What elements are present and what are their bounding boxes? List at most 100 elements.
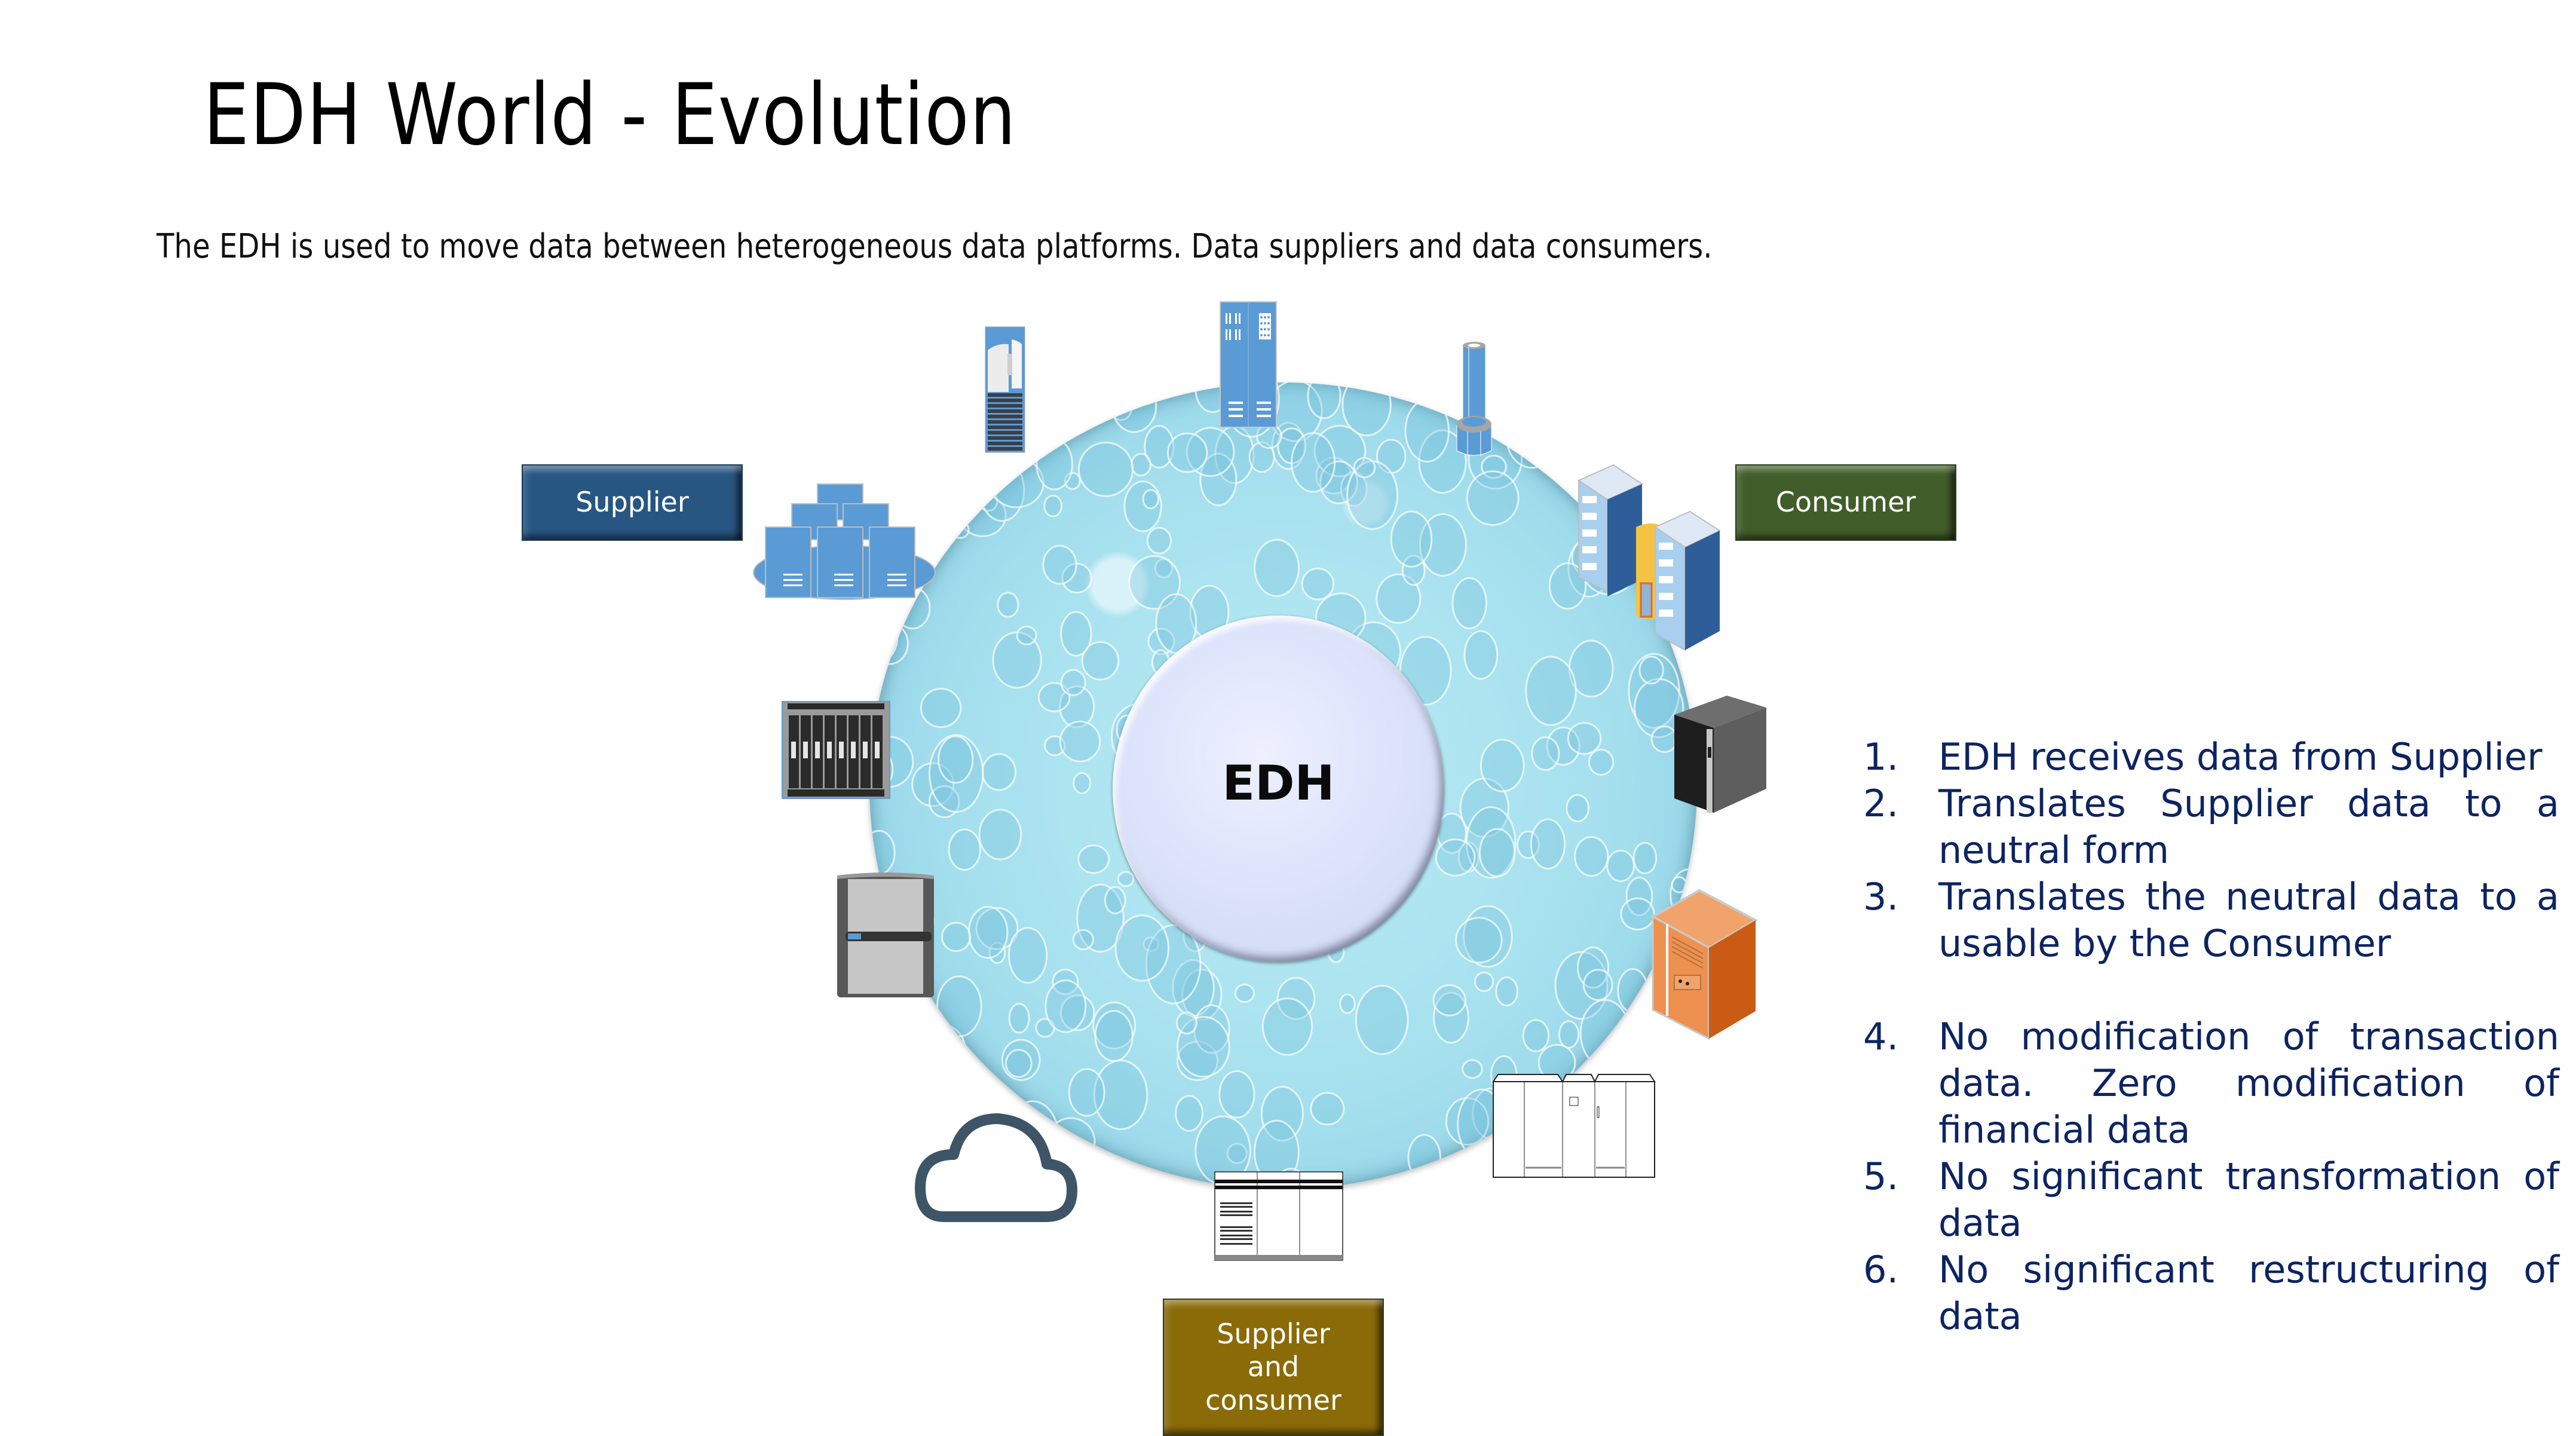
water-droplet bbox=[1235, 984, 1255, 1003]
water-droplet bbox=[1546, 726, 1580, 766]
water-droplet bbox=[1376, 573, 1422, 624]
water-droplet bbox=[869, 1045, 884, 1079]
large-cabinet-icon[interactable] bbox=[1492, 1073, 1656, 1182]
water-droplet bbox=[1060, 611, 1092, 657]
water-droplet bbox=[1093, 1060, 1148, 1130]
water-droplet bbox=[1167, 432, 1208, 473]
supplier-label-box[interactable]: Supplier bbox=[522, 464, 743, 541]
tower-server-icon[interactable] bbox=[1671, 693, 1766, 819]
water-droplet bbox=[1059, 685, 1095, 728]
water-droplet bbox=[1451, 577, 1487, 629]
water-droplet bbox=[1310, 1092, 1345, 1126]
water-droplet bbox=[1462, 905, 1513, 968]
water-droplet bbox=[1094, 1010, 1134, 1062]
water-droplet bbox=[1589, 440, 1609, 459]
water-droplet bbox=[1339, 993, 1356, 1014]
list-number: 1. bbox=[1863, 735, 1899, 779]
water-droplet bbox=[1114, 914, 1169, 982]
water-droplet bbox=[899, 1123, 923, 1158]
list-item: 6. No significant restructuring of data bbox=[1863, 1247, 2559, 1340]
water-droplet bbox=[1276, 977, 1316, 1020]
water-droplet bbox=[869, 382, 898, 419]
consumer-label: Consumer bbox=[1775, 486, 1916, 519]
list-text: EDH receives data from Supplier bbox=[1938, 735, 2543, 779]
water-droplet bbox=[950, 520, 970, 539]
water-droplet bbox=[1407, 1134, 1441, 1181]
water-droplet bbox=[1037, 682, 1071, 712]
water-droplet bbox=[1480, 739, 1525, 792]
water-droplet bbox=[869, 829, 896, 875]
mainframe-cabinet-icon[interactable] bbox=[1220, 301, 1277, 428]
water-droplet bbox=[1681, 382, 1697, 407]
water-droplet bbox=[957, 463, 986, 492]
water-droplet bbox=[1146, 526, 1172, 555]
water-droplet bbox=[950, 443, 1003, 497]
water-droplet bbox=[1131, 452, 1151, 477]
water-droplet bbox=[1445, 1097, 1490, 1146]
water-droplet bbox=[1008, 927, 1048, 984]
water-droplet bbox=[1455, 917, 1503, 964]
water-droplet bbox=[928, 785, 960, 818]
water-droplet bbox=[1045, 979, 1087, 1033]
water-droplet bbox=[1254, 538, 1300, 597]
list-text: No significant transformation of data bbox=[1938, 1155, 2559, 1245]
rack-storage-icon[interactable] bbox=[985, 326, 1025, 454]
water-droplet bbox=[1226, 1143, 1248, 1164]
list-item: 1. EDH receives data from Supplier bbox=[1863, 734, 2559, 780]
water-droplet bbox=[1634, 678, 1684, 739]
water-droplet bbox=[1111, 382, 1157, 433]
orange-server-icon[interactable] bbox=[1649, 882, 1759, 1042]
water-droplet bbox=[1474, 971, 1494, 992]
water-droplet bbox=[1432, 984, 1466, 1016]
water-droplet bbox=[1505, 406, 1559, 469]
water-droplet bbox=[1109, 391, 1133, 421]
water-droplet bbox=[1186, 427, 1235, 477]
water-droplet bbox=[1181, 969, 1223, 1021]
water-droplet bbox=[1662, 1104, 1697, 1139]
water-droplet bbox=[1261, 997, 1313, 1056]
water-droplet bbox=[1558, 1020, 1580, 1049]
water-droplet bbox=[1291, 432, 1336, 493]
water-droplet bbox=[1606, 849, 1635, 882]
water-droplet bbox=[1418, 429, 1467, 494]
supplier-and-consumer-label-box[interactable]: Supplier and consumer bbox=[1163, 1299, 1384, 1436]
water-droplet bbox=[870, 622, 909, 665]
list-text: No significant restructuring of data bbox=[1938, 1248, 2559, 1338]
water-droplet bbox=[1478, 828, 1516, 877]
water-droplet bbox=[1068, 1068, 1105, 1117]
water-droplet bbox=[1036, 437, 1073, 491]
storage-array-icon[interactable] bbox=[836, 872, 935, 1000]
water-droplet bbox=[1530, 818, 1566, 870]
water-droplet bbox=[1154, 558, 1174, 578]
water-droplet bbox=[1260, 1086, 1304, 1142]
tape-library-icon[interactable] bbox=[1214, 1171, 1343, 1261]
server-cluster-icon[interactable] bbox=[749, 466, 940, 610]
water-droplet bbox=[941, 921, 972, 952]
slide-title: EDH World - Evolution bbox=[203, 66, 1016, 164]
water-droplet bbox=[981, 753, 1017, 791]
water-droplet bbox=[1582, 969, 1613, 1001]
blade-enclosure-icon[interactable] bbox=[782, 701, 890, 799]
water-droplet bbox=[1059, 721, 1101, 763]
water-droplet bbox=[1463, 630, 1499, 680]
consumer-label-box[interactable]: Consumer bbox=[1735, 464, 1956, 541]
water-droplet bbox=[1052, 969, 1079, 996]
water-droplet bbox=[1466, 470, 1520, 526]
numbered-list: 1.EDH receives data from Supplier 2.Tran… bbox=[1863, 734, 2559, 1340]
cloud-icon[interactable] bbox=[908, 1110, 1082, 1227]
water-droplet bbox=[1353, 457, 1376, 479]
water-droplet bbox=[1341, 382, 1392, 437]
datacenter-buildings-icon[interactable] bbox=[1566, 460, 1727, 651]
water-droplet bbox=[1588, 749, 1615, 776]
principles-list: 1.EDH receives data from Supplier 2.Tran… bbox=[1863, 734, 2559, 1340]
water-droplet bbox=[1419, 513, 1467, 577]
water-droplet bbox=[1073, 772, 1092, 794]
edh-hub[interactable]: EDH bbox=[1113, 616, 1444, 962]
water-droplet bbox=[1123, 480, 1162, 532]
list-item: 5.No significant transformation of data bbox=[1863, 1153, 2559, 1247]
list-number: 6. bbox=[1863, 1248, 1899, 1291]
database-cylinder-icon[interactable] bbox=[1456, 342, 1494, 460]
list-number: 2. bbox=[1863, 782, 1899, 825]
water-droplet bbox=[1088, 382, 1121, 402]
water-droplet bbox=[1104, 886, 1126, 915]
